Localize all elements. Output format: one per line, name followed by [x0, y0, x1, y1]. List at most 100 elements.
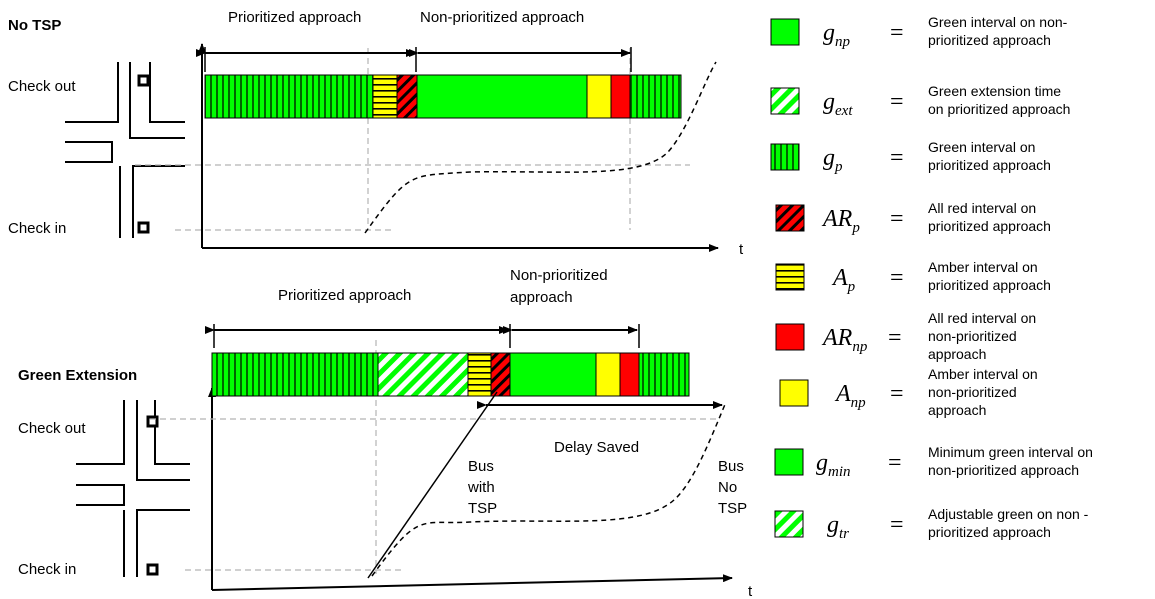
bottom-bar-ap — [467, 352, 492, 397]
legend-swatch-g-p — [770, 143, 800, 171]
legend-desc-g-np: Green interval on non- — [928, 14, 1068, 30]
top-bar-gp — [204, 74, 374, 119]
legend-desc-g-min: Minimum green interval on — [928, 444, 1093, 460]
legend-swatch-a-p — [775, 263, 805, 291]
bottom-bar-gmin — [509, 352, 597, 397]
legend-item-g-tr: gtr = Adjustable green on non - prioritized… — [774, 506, 1089, 542]
top-check-out-label: Check out — [8, 78, 76, 95]
legend-desc-a-np: Amber interval on — [928, 366, 1038, 382]
legend-equals: = — [890, 206, 904, 232]
bottom-x-axis — [211, 574, 733, 591]
legend-equals: = — [890, 89, 904, 115]
legend-symbol-g-np: gnp — [823, 20, 851, 50]
bus-no-tsp-label: Bus No TSP — [718, 458, 748, 517]
legend-desc-ar-np: All red interval on — [928, 310, 1036, 326]
legend-swatch-g-ext — [770, 87, 800, 115]
legend-swatch-ar-np — [775, 323, 805, 351]
bottom-check-in-label: Check in — [18, 561, 76, 578]
bottom-t-label: t — [748, 583, 753, 599]
legend-symbol-ar-p: ARp — [821, 206, 860, 236]
bottom-bar-anp — [595, 352, 621, 397]
top-checkin-detector — [137, 221, 150, 234]
legend-desc-a-p: prioritized approach — [928, 277, 1051, 293]
top-bar-gp-next — [629, 74, 682, 119]
top-bar-arp — [396, 74, 418, 119]
legend-desc-g-ext: Green extension time — [928, 83, 1061, 99]
legend-item-g-ext: gext = Green extension time on prioritized … — [770, 83, 1070, 119]
legend-equals: = — [890, 145, 904, 171]
legend-equals: = — [890, 512, 904, 538]
legend-desc-ar-p: prioritized approach — [928, 218, 1051, 234]
legend-desc-ar-np: approach — [928, 346, 986, 362]
legend-desc-g-min: non-prioritized approach — [928, 462, 1079, 478]
legend-desc-g-p: prioritized approach — [928, 157, 1051, 173]
legend-desc-ar-p: All red interval on — [928, 200, 1036, 216]
legend-swatch-g-min — [774, 448, 804, 476]
legend-item-ar-np: ARnp = All red interval on non-prioritized a… — [775, 310, 1036, 362]
legend-desc-a-np: approach — [928, 402, 986, 418]
legend-symbol-a-np: Anp — [834, 381, 866, 411]
bottom-bar-gp-next — [638, 352, 690, 397]
bus-no-tsp-trajectory — [371, 401, 727, 577]
bus-with-tsp-label: Bus with TSP — [467, 458, 499, 517]
bottom-panel: Green Extension Check out Check in t — [18, 267, 753, 599]
bottom-checkout-detector — [146, 415, 159, 428]
legend-swatch-a-np — [779, 379, 809, 407]
bus-with-tsp-trajectory — [367, 391, 498, 579]
legend-symbol-ar-np: ARnp — [821, 325, 868, 355]
bottom-signal-bar — [211, 352, 690, 397]
bottom-title: Green Extension — [18, 367, 137, 384]
bottom-check-out-label: Check out — [18, 420, 86, 437]
bottom-intersection — [76, 400, 190, 577]
top-bus-trajectory — [364, 61, 717, 234]
legend-desc-g-tr: prioritized approach — [928, 524, 1051, 540]
legend-desc-a-p: Amber interval on — [928, 259, 1038, 275]
legend-item-g-np: gnp = Green interval on non-prioritized ap… — [770, 14, 1068, 50]
legend-symbol-g-tr: gtr — [827, 512, 849, 542]
legend: gnp = Green interval on non-prioritized ap… — [770, 14, 1093, 542]
top-bar-gnp — [416, 74, 588, 119]
legend-item-ar-p: ARp = All red interval on prioritized appro… — [775, 200, 1051, 236]
bottom-bar-arp — [490, 352, 511, 397]
top-bar-arnp — [610, 74, 631, 119]
legend-item-a-np: Anp=Amber interval onnon-prioritizedappr… — [779, 366, 1038, 418]
legend-desc-g-p: Green interval on — [928, 139, 1035, 155]
legend-equals: = — [890, 265, 904, 291]
bottom-bar-gext — [377, 352, 469, 397]
legend-equals: = — [888, 325, 902, 351]
bottom-nonprioritized-label-line2: approach — [510, 289, 573, 306]
bottom-nonprioritized-label-line1: Non-prioritized — [510, 267, 608, 284]
legend-desc-g-ext: on prioritized approach — [928, 101, 1070, 117]
top-check-in-label: Check in — [8, 220, 66, 237]
top-checkout-detector — [137, 74, 150, 87]
bottom-bar-gp — [211, 352, 379, 397]
bottom-prioritized-label: Prioritized approach — [278, 287, 411, 304]
top-panel: No TSP Check out Check in t — [8, 9, 744, 258]
top-bar-anp — [586, 74, 612, 119]
top-title: No TSP — [8, 17, 61, 34]
top-t-label: t — [739, 241, 744, 258]
legend-equals: = — [888, 450, 902, 476]
legend-swatch-g-tr — [774, 510, 804, 538]
legend-desc-g-np: prioritized approach — [928, 32, 1051, 48]
legend-symbol-g-min: gmin — [816, 450, 851, 480]
bottom-checkin-detector — [146, 563, 159, 576]
top-nonprioritized-label: Non-prioritized approach — [420, 9, 584, 26]
legend-desc-g-tr: Adjustable green on non - — [928, 506, 1089, 522]
top-intersection — [65, 62, 185, 238]
top-signal-bar — [204, 74, 682, 119]
legend-item-g-min: gmin = Minimum green interval on non-priori… — [774, 444, 1093, 480]
bottom-bar-arnp — [619, 352, 640, 397]
legend-symbol-g-ext: gext — [823, 89, 853, 119]
legend-swatch-ar-p — [775, 204, 805, 232]
delay-saved-label: Delay Saved — [554, 439, 639, 456]
top-prioritized-label: Prioritized approach — [228, 9, 361, 26]
legend-equals: = — [890, 381, 904, 407]
legend-item-a-p: Ap = Amber interval on prioritized approach — [775, 259, 1051, 295]
legend-equals: = — [890, 20, 904, 46]
legend-desc-ar-np: non-prioritized — [928, 328, 1017, 344]
bottom-guides — [150, 340, 720, 574]
legend-symbol-a-p: Ap — [831, 265, 856, 295]
